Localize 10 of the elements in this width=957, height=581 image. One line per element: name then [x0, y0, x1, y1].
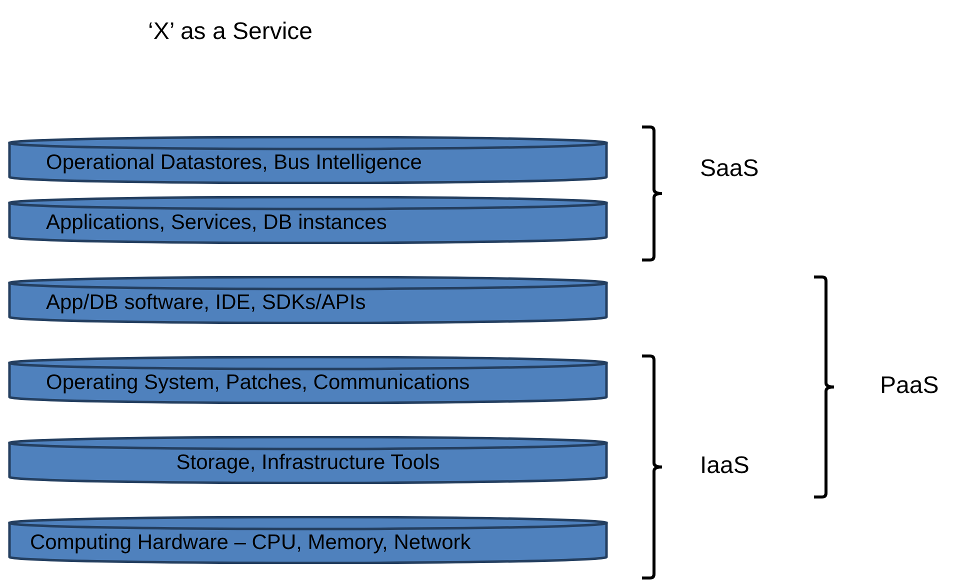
- layer-text: Applications, Services, DB instances: [46, 211, 387, 235]
- bracket-label: IaaS: [700, 452, 750, 480]
- layer-text: Operational Datastores, Bus Intelligence: [46, 151, 422, 175]
- layer-text: Operating System, Patches, Communications: [46, 371, 470, 395]
- bracket-label: SaaS: [700, 155, 759, 183]
- layer-text: Computing Hardware – CPU, Memory, Network: [30, 531, 471, 555]
- diagram-title: ‘X’ as a Service: [148, 18, 313, 46]
- layer-text: Storage, Infrastructure Tools: [175, 451, 441, 475]
- bracket-label: PaaS: [880, 372, 939, 400]
- layer-text: App/DB software, IDE, SDKs/APIs: [46, 291, 366, 315]
